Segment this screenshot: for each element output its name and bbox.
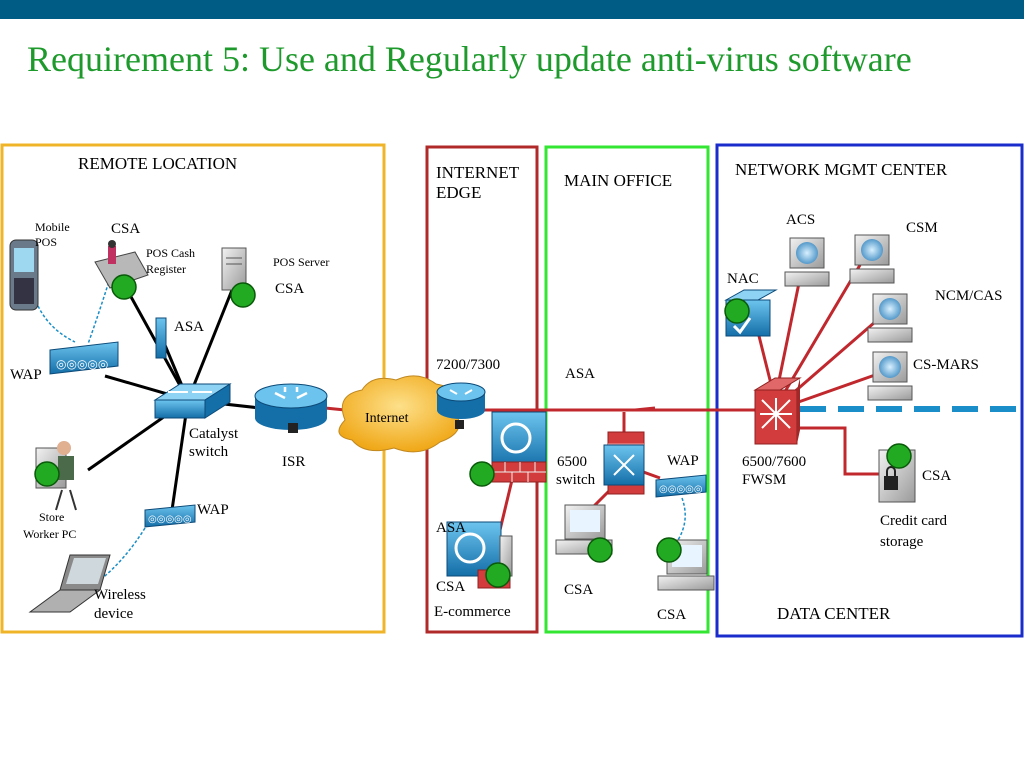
label-asa-remote: ASA <box>174 319 204 335</box>
label-pos-cash-1: POS Cash <box>146 246 195 260</box>
csa-marker <box>469 461 495 487</box>
label-csa-main1: CSA <box>564 582 593 598</box>
asa-remote-device <box>155 317 167 359</box>
zone-label-data-center: DATA CENTER <box>777 604 891 623</box>
label-ecommerce: E-commerce <box>434 604 511 620</box>
data-center-zone <box>715 143 1024 638</box>
csa-marker <box>587 537 613 563</box>
label-store-pc-2: Worker PC <box>23 527 76 541</box>
ncm-cas-workstation <box>867 293 913 343</box>
label-mobile-pos-2: POS <box>35 235 57 249</box>
label-fwsm-1: 6500/7600 <box>742 454 806 470</box>
label-wireless-1: Wireless <box>94 587 146 603</box>
zone-label-remote: REMOTE LOCATION <box>78 154 237 173</box>
label-nac: NAC <box>727 271 759 287</box>
acs-workstation <box>784 237 830 287</box>
label-credit-2: storage <box>880 534 924 550</box>
label-isr: ISR <box>282 454 305 470</box>
catalyst-switch-device <box>153 383 232 419</box>
label-asa-edge: ASA <box>436 520 466 536</box>
csm-workstation <box>849 234 895 284</box>
label-wap-main: WAP <box>667 453 699 469</box>
asa-main-device <box>603 431 645 495</box>
label-asa-main: ASA <box>565 366 595 382</box>
svg-text:◎◎◎◎◎: ◎◎◎◎◎ <box>56 357 108 371</box>
label-wap-remote2: WAP <box>197 502 229 518</box>
csa-marker <box>886 443 912 469</box>
label-ncm-cas: NCM/CAS <box>935 288 1003 304</box>
asa-edge-device <box>491 411 547 483</box>
label-acs: ACS <box>786 212 815 228</box>
label-switch6500-2: switch <box>556 472 596 488</box>
zone-label-internet-edge-2: EDGE <box>436 183 481 202</box>
label-cs-mars: CS-MARS <box>913 357 979 373</box>
label-credit-1: Credit card <box>880 513 948 529</box>
label-store-pc-1: Store <box>39 510 64 524</box>
cs-mars-workstation <box>867 351 913 401</box>
main-office-zone <box>544 145 710 634</box>
label-wireless-2: device <box>94 606 133 622</box>
csa-marker <box>111 274 137 300</box>
mobile-pos-device <box>9 239 39 311</box>
label-pos-server: POS Server <box>273 255 329 269</box>
label-catalyst-2: switch <box>189 444 229 460</box>
zone-label-main-office: MAIN OFFICE <box>564 171 672 190</box>
label-csa-dc: CSA <box>922 468 951 484</box>
csa-marker <box>724 298 750 324</box>
label-switch6500-1: 6500 <box>557 454 587 470</box>
csa-marker <box>34 461 60 487</box>
label-csm: CSM <box>906 220 938 236</box>
pos-cash-register <box>94 240 149 289</box>
label-csa-server: CSA <box>275 281 304 297</box>
wap-remote2-device: ◎◎◎◎◎ <box>144 504 196 528</box>
wap-remote-device: ◎◎◎◎◎ <box>49 341 119 375</box>
label-mobile-pos-1: Mobile <box>35 220 70 234</box>
label-internet: Internet <box>365 411 409 426</box>
router-7200-device <box>436 382 486 429</box>
csa-markers <box>34 274 912 588</box>
isr-router-device <box>254 383 328 433</box>
label-csa-cash: CSA <box>111 221 140 237</box>
csa-marker <box>230 282 256 308</box>
top-bar <box>0 0 1024 19</box>
zone-label-internet-edge-1: INTERNET <box>436 163 520 182</box>
wap-main-device: ◎◎◎◎◎ <box>655 474 707 498</box>
label-pos-cash-2: Register <box>146 262 186 276</box>
csa-marker <box>656 537 682 563</box>
label-wap-remote: WAP <box>10 367 42 383</box>
slide-title: Requirement 5: Use and Regularly update … <box>27 39 912 79</box>
svg-text:◎◎◎◎◎: ◎◎◎◎◎ <box>659 484 703 495</box>
wireless-laptop <box>28 554 111 613</box>
svg-text:◎◎◎◎◎: ◎◎◎◎◎ <box>148 514 192 525</box>
zone-label-nmc: NETWORK MGMT CENTER <box>735 160 948 179</box>
label-router-7200: 7200/7300 <box>436 357 500 373</box>
label-catalyst-1: Catalyst <box>189 426 239 442</box>
csa-marker <box>485 562 511 588</box>
label-csa-ecom: CSA <box>436 579 465 595</box>
label-csa-main2: CSA <box>657 607 686 623</box>
fwsm-switch-device <box>753 377 802 445</box>
label-fwsm-2: FWSM <box>742 472 786 488</box>
